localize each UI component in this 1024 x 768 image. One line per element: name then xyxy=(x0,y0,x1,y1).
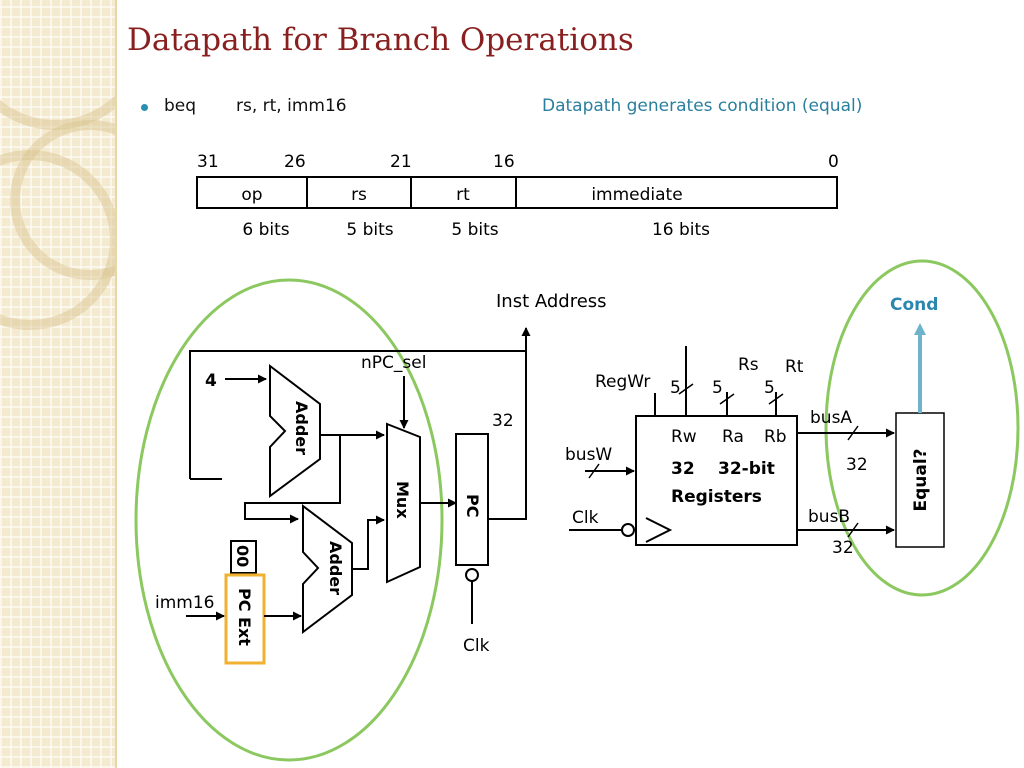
pc-ext-unit xyxy=(224,573,266,665)
adder-label: Adder xyxy=(326,541,345,595)
register-width-label: 32-bit xyxy=(718,459,775,479)
field-name-rs: rs xyxy=(351,185,367,205)
cond-label: Cond xyxy=(890,295,938,315)
pc-ext-label: PC Ext xyxy=(235,588,254,646)
bus-width-slash xyxy=(768,393,784,405)
bit-position-label: 21 xyxy=(390,152,412,172)
clock-edge-symbol xyxy=(645,517,673,543)
register-file xyxy=(635,415,798,546)
field-bits-immediate: 16 bits xyxy=(652,220,710,240)
field-bits-rs: 5 bits xyxy=(346,220,393,240)
bit-position-label: 16 xyxy=(493,152,515,172)
rw-width-label: 5 xyxy=(670,378,681,398)
pc-plus-4-adder xyxy=(269,363,321,498)
busa-label: busA xyxy=(810,408,852,428)
bit-position-label: 0 xyxy=(828,152,839,172)
bullet-icon xyxy=(141,104,148,111)
bit-position-label: 31 xyxy=(197,152,219,172)
bus-width-slash xyxy=(719,393,735,405)
instruction-format: 31 26 21 16 0 op rs rt immediate 6 bits … xyxy=(196,152,839,240)
imm16-label: imm16 xyxy=(155,593,214,613)
equal-comparator-highlight xyxy=(824,259,1020,597)
instruction-operands: rs, rt, imm16 xyxy=(236,96,347,116)
decorative-ring xyxy=(0,0,115,130)
adder-to-adder-wire xyxy=(244,435,341,524)
next-pc-logic: Inst Address 32 4 Adder Adder Mux nPC_se… xyxy=(155,291,607,665)
pc-clock-bubble xyxy=(465,568,479,582)
regfile-clock-label: Clk xyxy=(572,508,599,528)
equal-label: Equal? xyxy=(911,448,931,511)
constant-four: 4 xyxy=(205,371,217,391)
next-pc-logic-highlight xyxy=(134,278,444,762)
zeros-box xyxy=(230,540,257,574)
bus-width-slash xyxy=(588,463,600,479)
pc-register xyxy=(455,433,489,566)
decorative-ring xyxy=(0,150,115,330)
bus-width-slash xyxy=(847,522,859,538)
rw-port-label: Rw xyxy=(671,427,697,447)
ra-width-label: 5 xyxy=(712,378,723,398)
field-name-rt: rt xyxy=(456,185,470,205)
rb-width-label: 5 xyxy=(764,378,775,398)
ra-port-label: Ra xyxy=(722,427,744,447)
branch-target-adder xyxy=(302,503,353,635)
equal-comparator-section: Equal? Cond xyxy=(890,295,945,548)
branch-adder-to-mux-wire xyxy=(352,515,385,570)
field-bits-op: 6 bits xyxy=(242,220,289,240)
busw-label: busW xyxy=(565,445,612,465)
field-name-op: op xyxy=(241,185,262,205)
busb-label: busB xyxy=(808,507,850,527)
rb-port-label: Rb xyxy=(764,427,787,447)
adder-label: Adder xyxy=(292,401,311,455)
busb-width-label: 32 xyxy=(832,538,854,558)
next-pc-mux xyxy=(386,422,421,584)
pc-width-label: 32 xyxy=(492,411,514,431)
pc-feedback-wire xyxy=(189,350,526,479)
pc-clock-label: Clk xyxy=(463,636,490,656)
pc-out-wire xyxy=(488,327,531,520)
slide-title: Datapath for Branch Operations xyxy=(127,22,634,58)
equal-comparator xyxy=(895,412,945,548)
register-file-section: RegWr 5 5 5 Rs Rt Rw Ra Rb 32 32-bit Reg… xyxy=(565,346,895,558)
npc-sel-label: nPC_sel xyxy=(361,353,426,373)
rs-label: Rs xyxy=(738,355,759,375)
bus-width-slash xyxy=(847,425,859,441)
regfile-clock-bubble xyxy=(621,523,635,537)
zeros-label: 00 xyxy=(233,545,252,567)
condition-note: Datapath generates condition (equal) xyxy=(542,96,863,116)
pc-label: PC xyxy=(463,494,482,517)
register-count-label: 32 xyxy=(671,459,695,479)
rt-label: Rt xyxy=(785,357,804,377)
registers-label: Registers xyxy=(671,487,762,507)
regwr-label: RegWr xyxy=(595,372,650,392)
inst-address-label: Inst Address xyxy=(496,291,607,312)
bit-position-label: 26 xyxy=(284,152,306,172)
field-bits-rt: 5 bits xyxy=(451,220,498,240)
field-name-immediate: immediate xyxy=(591,185,682,205)
mux-label: Mux xyxy=(393,481,412,519)
decorative-side-band xyxy=(0,0,117,768)
bus-width-slash xyxy=(678,383,694,395)
busa-width-label: 32 xyxy=(846,455,868,475)
instruction-mnemonic: beq xyxy=(164,96,197,116)
